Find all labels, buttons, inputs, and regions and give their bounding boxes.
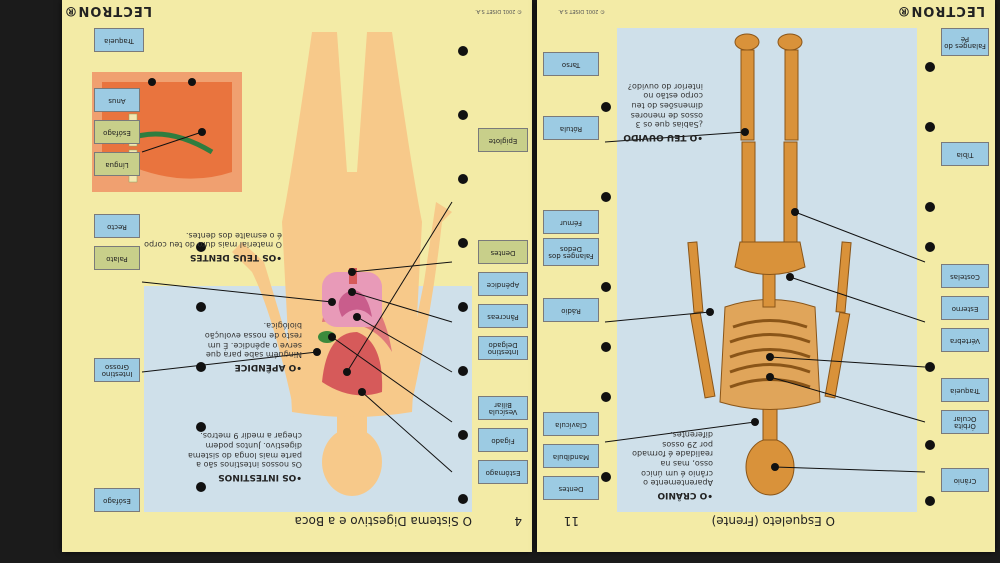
label-tibia[interactable]: Tíbia — [941, 142, 989, 166]
label-vertebra[interactable]: Vértebra — [941, 328, 989, 352]
label-traqueia[interactable]: Traqueia — [94, 28, 144, 52]
label-intestino-delgado[interactable]: Intestino Delgado — [478, 336, 528, 360]
contact-hole[interactable] — [601, 282, 611, 292]
contact-hole[interactable] — [458, 302, 468, 312]
contact-hole[interactable] — [925, 440, 935, 450]
brand-logo: LECTRON® — [896, 3, 985, 18]
contact-hole[interactable] — [925, 62, 935, 72]
page-title: O Esqueleto (Frente) — [711, 514, 835, 528]
contact-hole[interactable] — [925, 202, 935, 212]
label-esofago[interactable]: Esófago — [94, 120, 140, 144]
page-title: O Sistema Digestivo e a Boca — [294, 514, 472, 528]
label-intestino-grosso[interactable]: Intestino Grosso — [94, 358, 140, 382]
label-esofago-bottom[interactable]: Esófago — [94, 488, 140, 512]
fact-teeth: •OS TEUS DENTES O material mais duro do … — [144, 230, 282, 262]
fact-appendix: •O APÊNDICE Ninguém sabe para que serve … — [204, 321, 302, 372]
label-vesicula[interactable]: Vesícula Biliar — [478, 396, 528, 420]
contact-hole[interactable] — [458, 110, 468, 120]
label-dentes[interactable]: Dentes — [478, 240, 528, 264]
label-traqueia-skel[interactable]: Traqueia — [941, 378, 989, 402]
label-femur[interactable]: Fémur — [543, 210, 599, 234]
label-pancreas[interactable]: Pâncreas — [478, 304, 528, 328]
contact-hole[interactable] — [601, 102, 611, 112]
label-apendice[interactable]: Apêndice — [478, 272, 528, 296]
label-estomago[interactable]: Estômago — [478, 460, 528, 484]
fact-intestines: •OS INTESTINOS Os nossos intestinos são … — [187, 431, 302, 482]
fact-skull: •O CRÂNIO Aparentemente o crânio é um ún… — [632, 430, 713, 500]
contact-hole[interactable] — [601, 192, 611, 202]
label-clavicula[interactable]: Clavícula — [543, 412, 599, 436]
contact-hole[interactable] — [458, 366, 468, 376]
contact-hole[interactable] — [458, 238, 468, 248]
page-number: 4 — [514, 514, 522, 528]
contact-hole[interactable] — [458, 46, 468, 56]
label-costelas[interactable]: Costelas — [941, 264, 989, 288]
label-recto[interactable]: Recto — [94, 214, 140, 238]
label-mandibula[interactable]: Mandíbula — [543, 444, 599, 468]
contact-hole[interactable] — [925, 242, 935, 252]
label-palato[interactable]: Palato — [94, 246, 140, 270]
brand-logo: LECTRON® — [63, 3, 152, 18]
contact-hole[interactable] — [458, 430, 468, 440]
contact-hole[interactable] — [925, 122, 935, 132]
label-radio[interactable]: Rádio — [543, 298, 599, 322]
label-dentes-skel[interactable]: Dentes — [543, 476, 599, 500]
left-page: Estômago Fígado Vesícula Biliar Intestin… — [62, 0, 532, 552]
contact-hole[interactable] — [601, 392, 611, 402]
contact-hole[interactable] — [196, 482, 206, 492]
label-rotula[interactable]: Rótula — [543, 116, 599, 140]
copyright: © 2001 DISET S.A. — [475, 8, 522, 14]
label-falanges-dedos[interactable]: Falanges dos Dedos — [543, 238, 599, 266]
fact-ear: •O TEU OUVIDO ¿Sabias que os 3 ossos de … — [623, 81, 703, 142]
contact-hole[interactable] — [601, 342, 611, 352]
contact-hole[interactable] — [925, 496, 935, 506]
label-figado[interactable]: Fígado — [478, 428, 528, 452]
skeleton-illustration — [604, 33, 926, 496]
label-tarso[interactable]: Tarso — [543, 52, 599, 76]
copyright: © 2001 DISET S.A. — [558, 8, 605, 14]
right-page: Crânio Órbita Ocular Traqueia Vértebra E… — [537, 0, 995, 552]
contact-hole[interactable] — [925, 362, 935, 372]
contact-hole[interactable] — [458, 494, 468, 504]
contact-hole[interactable] — [196, 302, 206, 312]
label-falanges-pe[interactable]: Falanges do Pé — [941, 28, 989, 56]
page-number: 11 — [563, 514, 579, 528]
label-esterno[interactable]: Esterno — [941, 296, 989, 320]
label-orbita[interactable]: Órbita Ocular — [941, 410, 989, 434]
label-lingua[interactable]: Língua — [94, 152, 140, 176]
contact-hole[interactable] — [458, 174, 468, 184]
label-anus[interactable]: Anus — [94, 88, 140, 112]
contact-hole[interactable] — [601, 472, 611, 482]
label-epiglote[interactable]: Epiglote — [478, 128, 528, 152]
label-cranio[interactable]: Crânio — [941, 468, 989, 492]
